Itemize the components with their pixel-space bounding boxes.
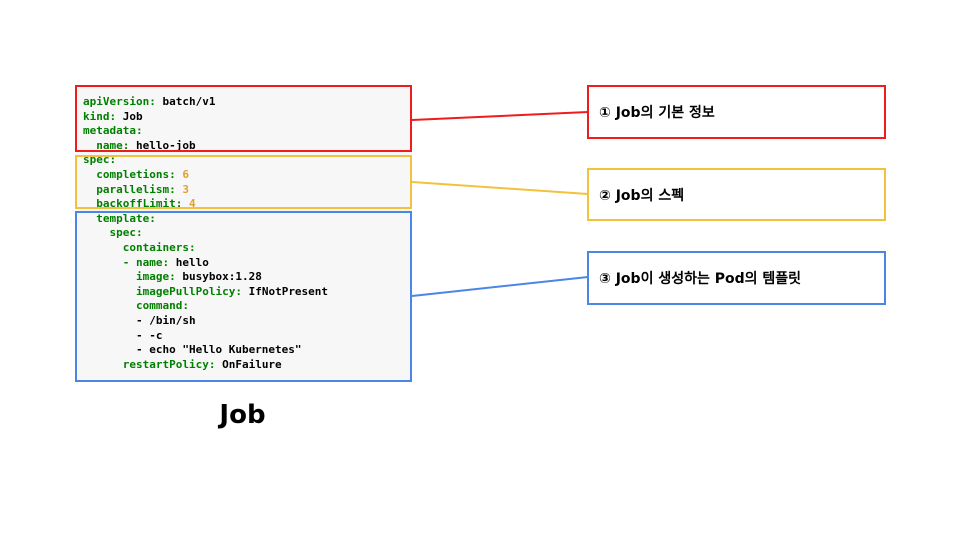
yaml-value: hello [175,255,209,269]
code-line: completions: 6 [83,168,328,183]
basic-info-label-text: ① Job의 기본 정보 [599,105,715,121]
code-line: - -c [83,329,328,344]
code-panel [75,85,412,382]
pod-template-connector [411,276,589,297]
yaml-key: parallelism: [83,182,183,196]
yaml-key: apiVersion: [83,95,163,108]
code-line: - name: hello [83,256,328,271]
code-line: - /bin/sh [83,314,328,329]
code-line: template: [83,212,328,227]
basic-info-highlight-box [75,85,412,152]
yaml-key: containers: [83,240,196,254]
code-line: parallelism: 3 [83,183,328,198]
yaml-value: Job [122,109,143,123]
yaml-number: 4 [188,197,196,211]
yaml-key: template: [83,211,156,225]
yaml-key: restartPolicy: [83,357,223,371]
yaml-key: name: [83,138,136,152]
yaml-value: - echo "Hello Kubernetes" [83,343,302,357]
code-line: name: hello-job [83,139,328,154]
yaml-value: - -c [83,328,163,342]
code-line: spec: [83,226,328,241]
code-line: apiVersion: batch/v1 [83,95,328,110]
code-line: image: busybox:1.28 [83,270,328,285]
yaml-value: - /bin/sh [83,313,196,327]
code-line: backoffLimit: 4 [83,197,328,212]
yaml-key: imagePullPolicy: [83,284,249,298]
yaml-value: OnFailure [222,357,282,371]
pod-template-highlight-box [75,211,412,382]
yaml-key: command: [83,299,189,313]
yaml-key: completions: [83,167,183,181]
spec-highlight-box [75,155,412,209]
pod-template-label: ③ Job이 생성하는 Pod의 템플릿 [587,251,886,305]
basic-info-connector [411,111,589,121]
yaml-key: spec: [83,226,143,240]
code-line: imagePullPolicy: IfNotPresent [83,285,328,300]
basic-info-label: ① Job의 기본 정보 [587,85,886,139]
yaml-key: backoffLimit: [83,197,189,211]
pod-template-label-text: ③ Job이 생성하는 Pod의 템플릿 [599,271,802,287]
yaml-number: 6 [182,167,189,181]
yaml-key: kind: [83,109,123,123]
yaml-value: hello-job [135,138,196,152]
code-line: kind: Job [83,110,328,125]
code-line: metadata: [83,124,328,139]
spec-connector [411,181,589,195]
spec-label-text: ② Job의 스펙 [599,187,685,204]
code-line: - echo "Hello Kubernetes" [83,343,328,358]
yaml-value: batch/v1 [162,95,216,108]
yaml-number: 3 [182,182,189,196]
yaml-key: metadata: [83,124,143,138]
code-line: containers: [83,241,328,256]
yaml-value: IfNotPresent [248,284,329,298]
diagram-caption: Job [219,400,266,430]
code-line: command: [83,299,328,314]
code-line: restartPolicy: OnFailure [83,358,328,373]
yaml-key: image: [83,270,183,284]
yaml-value: busybox:1.28 [182,270,262,284]
yaml-key: - name: [83,255,176,269]
spec-label: ② Job의 스펙 [587,168,886,221]
